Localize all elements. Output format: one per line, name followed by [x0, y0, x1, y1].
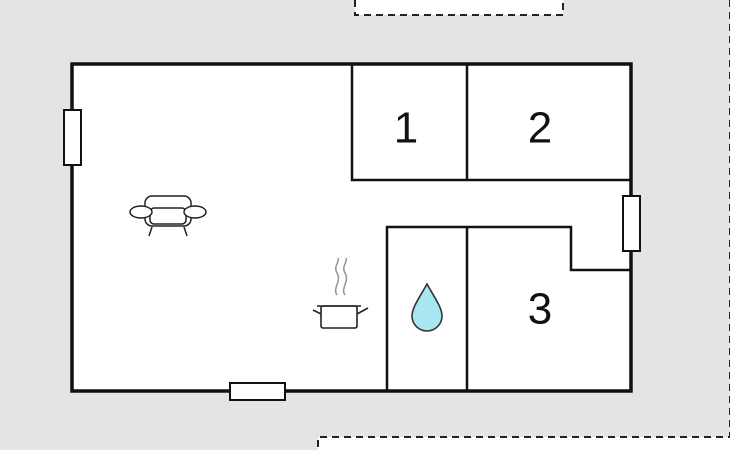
window-left [63, 109, 82, 166]
room-label-2: 2 [528, 104, 552, 153]
window-bottom [229, 382, 286, 401]
sofa-icon [129, 195, 207, 237]
room-label-3: 3 [528, 285, 552, 334]
room-label-1: 1 [394, 104, 418, 153]
water-drop-icon [411, 282, 443, 332]
window-right [622, 195, 641, 252]
cooking-pot-icon [312, 257, 369, 329]
windows [63, 109, 641, 401]
interior-walls [350, 64, 631, 391]
